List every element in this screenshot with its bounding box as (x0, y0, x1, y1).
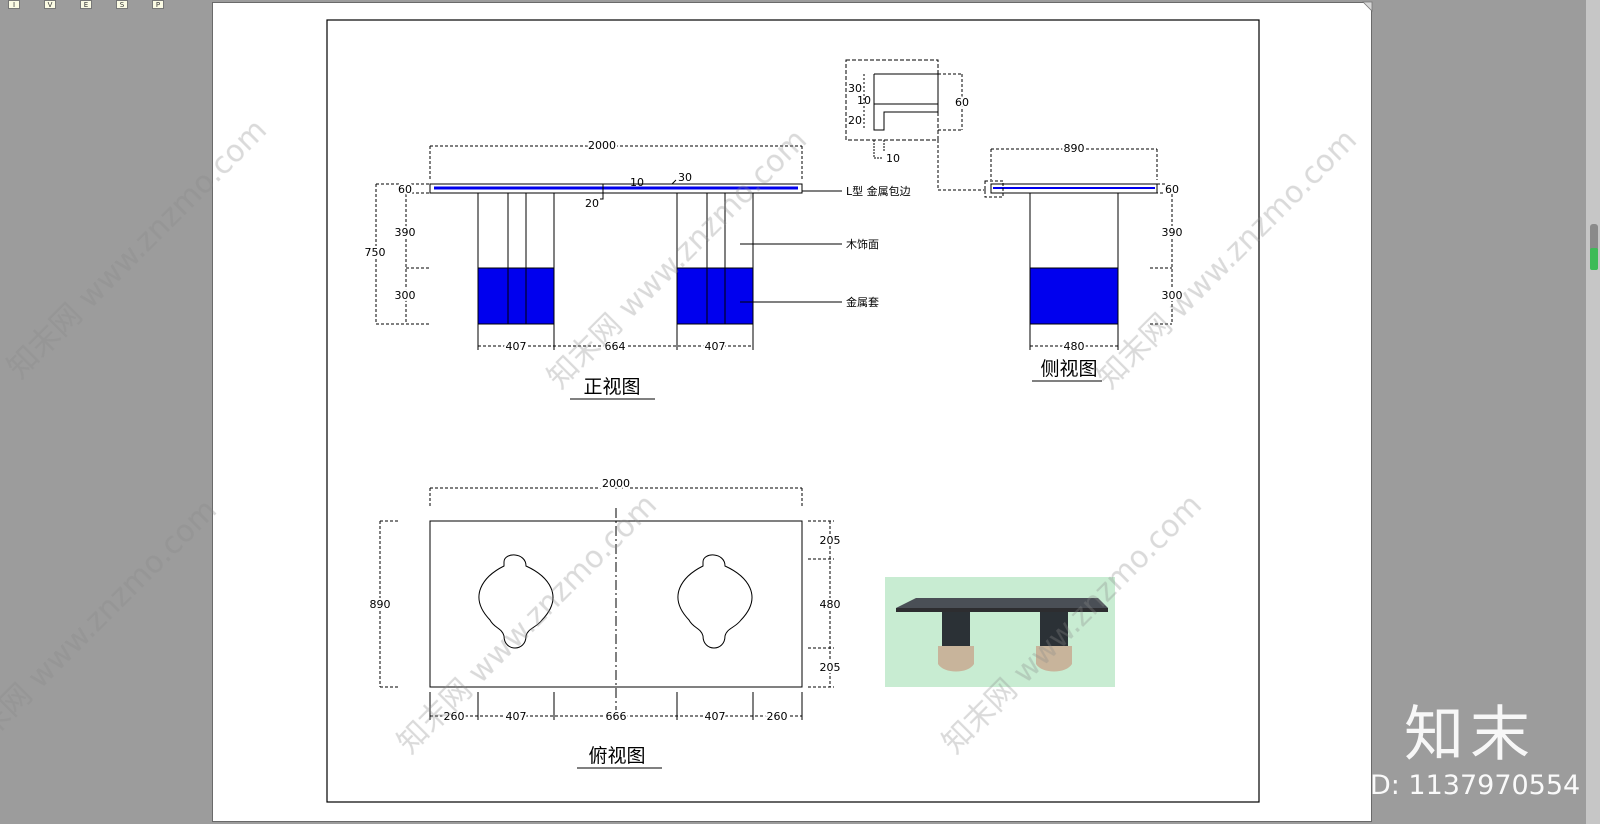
dim-detail-30: 30 (848, 82, 862, 95)
callout-l-metal-edge: L型 金属包边 (846, 184, 911, 198)
dim-front-leg-left: 407 (506, 340, 527, 353)
dim-top-205a: 205 (820, 534, 841, 547)
top-view (379, 487, 834, 769)
dim-detail-20: 20 (848, 114, 862, 127)
dim-side-width: 890 (1064, 142, 1085, 155)
scrollbar-thumb[interactable] (1590, 224, 1598, 270)
dim-top-205b: 205 (820, 661, 841, 674)
front-view-title: 正视图 (583, 376, 640, 398)
dim-front-leg-right: 407 (705, 340, 726, 353)
dim-detail-10: 10 (857, 94, 871, 107)
dim-top-666: 666 (606, 710, 627, 723)
dim-front-top-60: 60 (398, 183, 412, 196)
side-view-labels: 890 60 390 300 480 侧视图 (1040, 140, 1184, 380)
brand-logo-text: 知末 (1404, 700, 1536, 770)
toolbar-button-s[interactable]: S (116, 0, 128, 9)
edge-detail-labels: 30 10 60 20 10 (848, 82, 971, 165)
dim-top-260a: 260 (444, 710, 465, 723)
edge-detail (845, 59, 988, 191)
dim-top-480: 480 (820, 598, 841, 611)
top-view-labels: 2000 890 205 480 205 260 407 666 407 260… (368, 475, 843, 767)
dim-top-260b: 260 (767, 710, 788, 723)
dim-top-depth: 890 (370, 598, 391, 611)
dim-detail-60: 60 (955, 96, 969, 109)
dim-front-750: 750 (365, 246, 386, 259)
dim-side-300: 300 (1162, 289, 1183, 302)
dim-top-407b: 407 (705, 710, 726, 723)
dim-front-300: 300 (395, 289, 416, 302)
callout-metal-sleeve: 金属套 (846, 295, 879, 309)
toolbar-button-v[interactable]: V (44, 0, 56, 9)
drawing-frame (326, 19, 1260, 803)
scroll-position-marker (1590, 248, 1598, 270)
vertical-scrollbar[interactable] (1586, 0, 1600, 824)
dim-side-leg: 480 (1064, 340, 1085, 353)
front-view (375, 145, 842, 400)
dim-detail-10b: 10 (886, 152, 900, 165)
dim-front-edge-20: 20 (585, 197, 599, 210)
dim-top-407a: 407 (506, 710, 527, 723)
image-id: ID: 1137970554 (1362, 770, 1581, 801)
watermark-text: 知末网 www.znzmo.com (0, 493, 224, 766)
toolbar-button-e[interactable]: E (80, 0, 92, 9)
product-render (885, 577, 1115, 687)
callout-wood-veneer: 木饰面 (846, 237, 879, 251)
dim-front-gap: 664 (605, 340, 626, 353)
toolbar-button-p[interactable]: P (152, 0, 164, 9)
side-view-title: 侧视图 (1040, 358, 1097, 380)
dim-side-390: 390 (1162, 226, 1183, 239)
page-fold (1362, 1, 1373, 12)
dim-top-width: 2000 (602, 477, 630, 490)
top-view-title: 俯视图 (588, 745, 645, 767)
dim-front-edge-10: 10 (630, 176, 644, 189)
front-view-labels: 2000 30 10 20 60 390 750 300 407 664 407… (363, 137, 911, 398)
side-view (984, 148, 1173, 382)
dim-front-width: 2000 (588, 139, 616, 152)
toolbar-button-i[interactable]: I (8, 0, 20, 9)
dim-side-top-60: 60 (1165, 183, 1179, 196)
dim-front-390: 390 (395, 226, 416, 239)
dim-front-edge-30: 30 (678, 171, 692, 184)
